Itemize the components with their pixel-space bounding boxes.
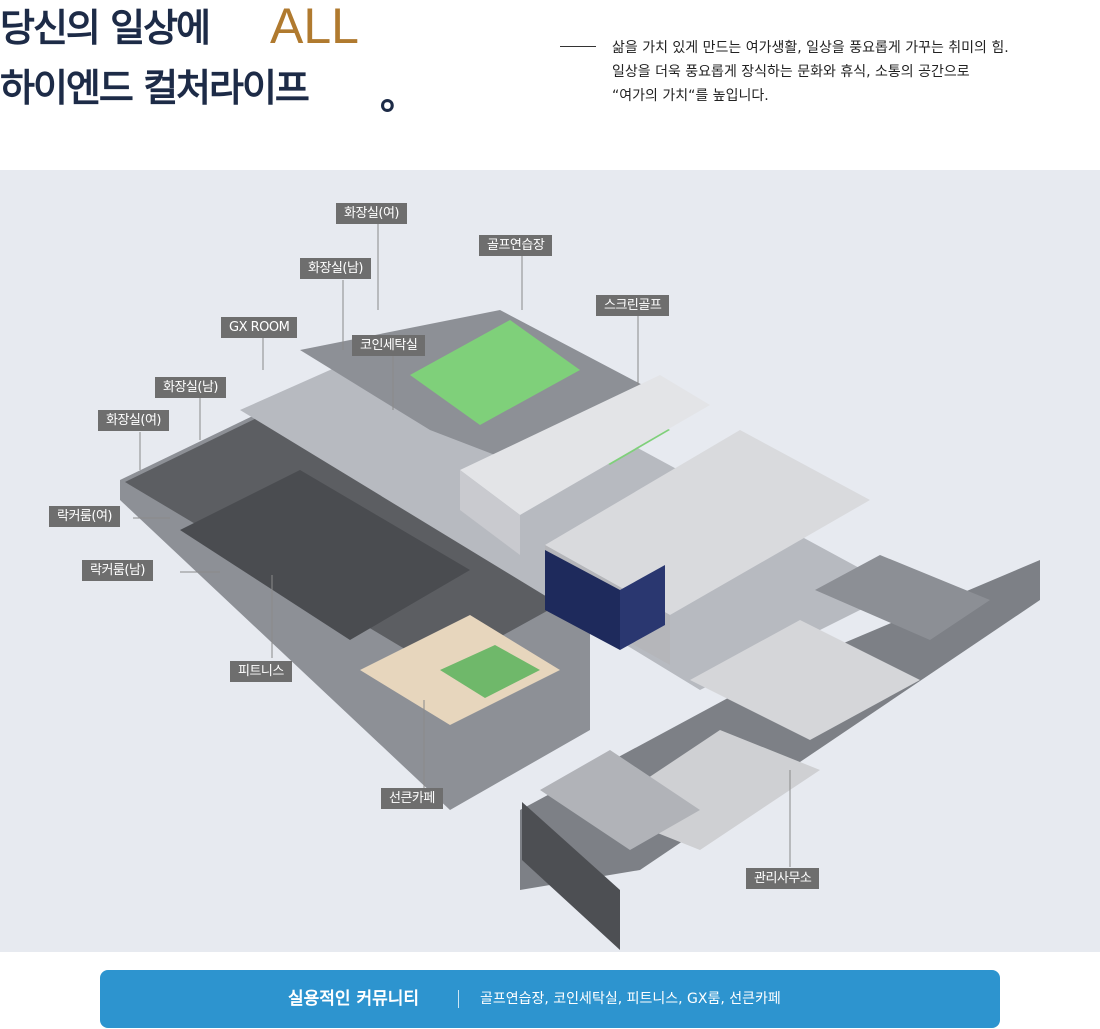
lobby-block: [545, 550, 620, 650]
label-restroom-male-top: 화장실(남): [300, 258, 371, 279]
locker-wing: [815, 555, 990, 640]
fitness-floor: [180, 470, 470, 640]
corridor-floor: [240, 330, 900, 690]
label-restroom-female-left: 화장실(여): [98, 410, 169, 431]
label-gx-room: GX ROOM: [221, 317, 298, 338]
label-screen-golf: 스크린골프: [596, 295, 670, 316]
label-management-office: 관리사무소: [746, 868, 820, 889]
label-restroom-male-left: 화장실(남): [155, 377, 226, 398]
label-locker-male: 락커룸(남): [82, 560, 153, 581]
community-separator: [458, 990, 459, 1008]
office-floor: [690, 620, 920, 740]
description-line: “여가의 가치“를 높입니다.: [612, 88, 769, 104]
label-golf-practice: 골프연습장: [479, 235, 553, 256]
lower-wall: [522, 802, 620, 950]
community-facilities: 골프연습장, 코인세탁실, 피트니스, GX룸, 선큰카페: [480, 991, 781, 1007]
label-restroom-female-top: 화장실(여): [336, 203, 407, 224]
floor-plan-illustration: [120, 224, 1040, 950]
description-rule: [560, 46, 596, 47]
label-locker-female: 락커룸(여): [49, 506, 120, 527]
label-fitness: 피트니스: [230, 661, 292, 682]
community-title: 실용적인 커뮤니티: [288, 989, 420, 1009]
lobby-block-front: [620, 565, 665, 650]
hero-title-line1: 당신의 일상에: [0, 6, 211, 50]
description: 삶을 가치 있게 만드는 여가생활, 일상을 풍요롭게 가꾸는 취미의 힘. 일…: [612, 36, 1009, 108]
description-line: 일상을 더욱 풍요롭게 장식하는 문화와 휴식, 소통의 공간으로: [612, 64, 970, 80]
description-line: 삶을 가치 있게 만드는 여가생활, 일상을 풍요롭게 가꾸는 취미의 힘.: [612, 40, 1009, 56]
community-bar: 실용적인 커뮤니티 골프연습장, 코인세탁실, 피트니스, GX룸, 선큰카페: [100, 970, 1000, 1028]
hero-title-line2: 하이엔드 컬처라이프: [0, 66, 310, 110]
floor-plan: 화장실(여) 골프연습장 화장실(남) 스크린골프 GX ROOM 코인세탁실 …: [0, 170, 1100, 952]
label-coin-laundry: 코인세탁실: [352, 335, 426, 356]
wall-block: [460, 375, 710, 515]
hero-title-dot: 。: [380, 74, 418, 118]
label-sunken-cafe: 선큰카페: [381, 788, 443, 809]
golf-practice-green: [410, 320, 580, 425]
hero-title-accent: ALL: [270, 0, 359, 54]
room-wing-right: [545, 430, 870, 615]
cafe-garden: [440, 645, 540, 698]
wall-block-side: [460, 470, 520, 555]
restroom-block-low: [540, 750, 700, 850]
